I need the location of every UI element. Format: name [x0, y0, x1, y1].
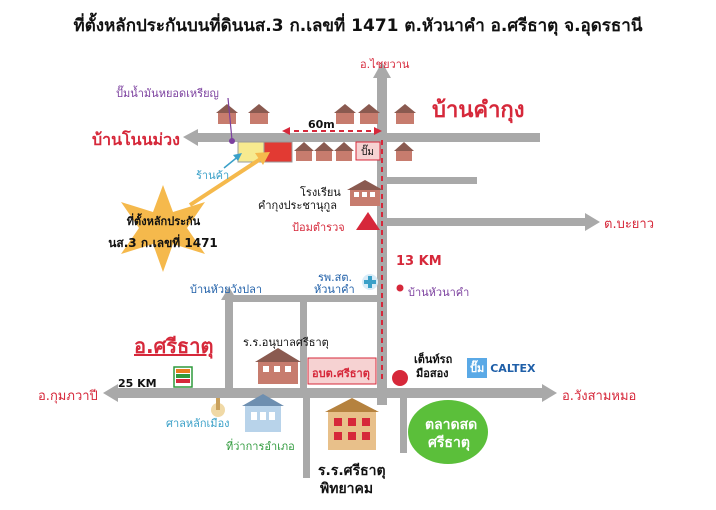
ban-hua-na-kham-dot: [396, 284, 404, 292]
house-icon: [334, 142, 354, 161]
hospital-icon: [362, 274, 378, 290]
house-icon: [294, 142, 314, 161]
arrow-east-main: [542, 384, 557, 402]
school-building-icon: [347, 180, 383, 206]
label-ban-hua-wang-pla: บ้านหัวยวังปลา: [190, 283, 262, 296]
gas-station-dot: [229, 138, 235, 144]
star-pointer-head: [255, 152, 270, 165]
road-west-to-hua-wang-pla: [225, 295, 380, 302]
bus-station-icon: [392, 370, 408, 386]
label-bus-station-2: มือสอง: [416, 367, 449, 380]
si-that-school-building-icon: [325, 398, 379, 450]
market-icon: [408, 400, 488, 464]
distance-60m: 60m: [308, 118, 335, 131]
arrow-north-hua-wang-pla: [221, 287, 237, 300]
kindergarten-building-icon: [255, 348, 301, 384]
pump-box: [355, 141, 381, 161]
house-icon: [334, 104, 356, 124]
label-market-1: ตลาดสด: [425, 417, 478, 433]
label-a-kumphawapi: อ.กุมภวาปี: [38, 389, 98, 404]
shop-pointer-head: [233, 153, 242, 161]
house-icon: [216, 104, 238, 124]
road-to-t-bayao: [387, 218, 587, 226]
gas-station-pointer: [227, 97, 233, 141]
house-icon: [394, 142, 414, 161]
collateral-plot: [263, 141, 293, 163]
label-t-bayao: ต.บะยาว: [604, 217, 655, 232]
city-shrine-icon: [211, 398, 225, 417]
label-shop: ร้านค้า: [196, 169, 230, 182]
houses: [216, 104, 416, 161]
seven-eleven-icon: [173, 366, 193, 388]
road-arrows: [103, 62, 600, 402]
page-title: ที่ตั้งหลักประกันบนที่ดินนส.3 ก.เลขที่ 1…: [73, 16, 643, 36]
route-dashed: [285, 130, 383, 380]
label-si-that-school-2: พิทยาคม: [320, 481, 374, 497]
house-icon: [314, 142, 334, 161]
road-branch-district: [300, 300, 307, 390]
label-police-box: ป้อมตำรวจ: [292, 221, 345, 234]
district-office-box: [307, 357, 377, 385]
police-box-icon: [356, 212, 380, 230]
arrow-west: [103, 384, 118, 402]
caltex-pump-badge: ปั๊ม: [467, 358, 488, 378]
arrow-west-kham-kung: [183, 129, 198, 146]
star-pointer: [188, 156, 264, 207]
distance-13km: 13 KM: [396, 254, 442, 269]
house-icon: [358, 104, 380, 124]
label-ban-non-muang: บ้านโนนม่วง: [92, 130, 180, 149]
label-hospital-2: หัวนาคำ: [314, 283, 355, 296]
caltex-name: CALTEX: [490, 362, 536, 375]
arrow-north: [373, 62, 391, 78]
road-south-branch: [400, 398, 407, 453]
road-ban-kham-kung: [195, 133, 540, 142]
star-label-1: ที่ตั้งหลักประกัน: [126, 215, 201, 228]
road-east-branch: [387, 177, 477, 184]
route-arrowhead-left: [282, 127, 290, 135]
label-district-office: อบต.ศรีธาตุ: [312, 367, 370, 380]
label-a-chaiwan: อ.ไชยวาน: [360, 58, 410, 71]
label-bus-station-1: เต็นท์รถ: [414, 353, 453, 366]
label-school-kham-kung-2: คำกุงประชานุกูล: [258, 199, 337, 212]
label-ban-kham-kung: บ้านคำกุง: [432, 98, 525, 123]
label-gas-station: ปั๊มน้ำมันหยอดเหรียญ: [116, 87, 219, 100]
house-icon: [248, 104, 270, 124]
label-si-that-school-1: ร.ร.ศรีธาตุ: [318, 463, 386, 479]
label-pump: ปั๊ม: [361, 147, 374, 158]
district-hall-building-icon: [242, 394, 284, 432]
label-a-si-that: อ.ศรีธาตุ: [134, 334, 214, 358]
label-ban-hua-na-kham: บ้านหัวนาคำ: [408, 286, 470, 299]
road-south-to-school: [303, 398, 310, 478]
label-city-shrine: ศาลหลักเมือง: [166, 417, 230, 430]
distance-25km: 25 KM: [118, 377, 157, 390]
label-hospital-1: รพ.สต.: [318, 271, 353, 284]
star-label-2: นส.3 ก.เลขที่ 1471: [108, 236, 218, 250]
route-arrowhead-right: [374, 127, 382, 135]
label-kindergarten: ร.ร.อนุบาลศรีธาตุ: [243, 336, 329, 349]
house-icon: [394, 104, 416, 124]
collateral-star: [121, 185, 205, 272]
label-district-hall: ที่ว่าการอำเภอ: [226, 440, 295, 453]
label-school-kham-kung-1: โรงเรียน: [300, 186, 341, 199]
road-branch-hua-wang-pla: [225, 302, 233, 388]
road-main-east-west: [115, 388, 545, 398]
label-market-2: ศรีธาตุ: [428, 435, 470, 451]
label-a-wang-sam-mo: อ.วังสามหมอ: [562, 389, 637, 404]
arrow-east: [585, 213, 600, 231]
